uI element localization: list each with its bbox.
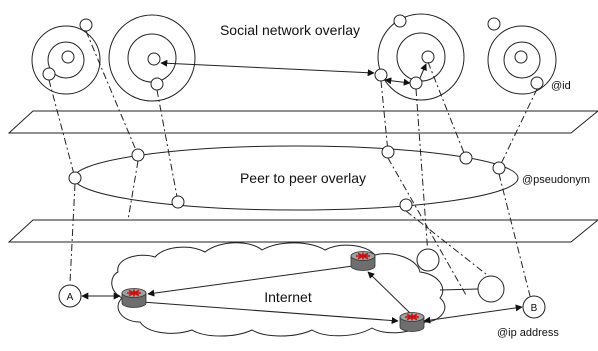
router-icon — [121, 287, 147, 309]
ip-address-label: @ip address — [497, 327, 559, 339]
link-router-b — [423, 304, 523, 324]
node-a-label: A — [67, 292, 74, 303]
internet-title: Internet — [264, 289, 312, 305]
p2p-nodes — [68, 145, 506, 212]
mapping-lines-lower — [69, 160, 531, 297]
social-user-1 — [31, 18, 101, 95]
social-user-3 — [374, 13, 465, 101]
host-node — [416, 248, 440, 272]
plane-upper — [7, 110, 598, 134]
node-b — [522, 295, 546, 319]
internet-link — [147, 265, 354, 297]
node-b-label: B — [531, 303, 538, 314]
host-link — [439, 288, 479, 291]
social-user-2 — [108, 14, 196, 102]
social-link-arrow-inner — [419, 63, 427, 79]
internet-link — [141, 301, 399, 325]
node-a — [58, 284, 82, 308]
social-link-arrow — [160, 59, 375, 77]
social-user-4 — [487, 17, 557, 95]
social-link-arrow-short — [384, 77, 411, 86]
host-node — [477, 275, 505, 303]
router-icon — [399, 311, 425, 333]
pseudonym-label: @pseudonym — [522, 174, 590, 186]
internet-link — [367, 271, 412, 315]
plane-lower — [7, 219, 598, 243]
social-overlay-title: Social network overlay — [220, 22, 360, 38]
p2p-overlay-title: Peer to peer overlay — [240, 170, 366, 186]
id-label: @id — [551, 80, 571, 92]
router-icon — [350, 250, 376, 272]
